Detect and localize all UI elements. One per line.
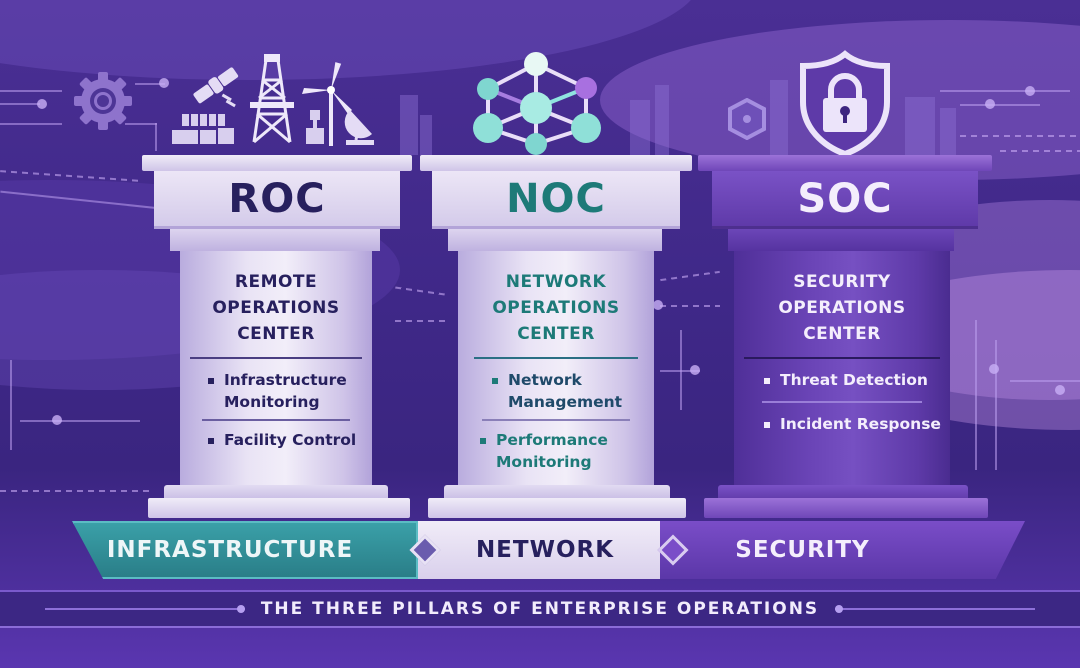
pillar-soc: SOC SECURITY OPERATIONS CENTER Threat De… xyxy=(698,155,998,518)
satellite-icon xyxy=(193,67,239,108)
soc-full-name: SECURITY OPERATIONS CENTER xyxy=(778,272,906,344)
soc-capital: SOC xyxy=(712,171,978,229)
soc-acronym: SOC xyxy=(797,175,893,222)
wind-turbine-icon xyxy=(302,62,352,146)
shield-lock-icon xyxy=(800,50,890,158)
bullet-icon xyxy=(492,378,498,384)
roc-feature-2: Facility Control xyxy=(180,429,372,451)
noc-capital: NOC xyxy=(432,171,680,229)
roc-acronym: ROC xyxy=(228,175,326,222)
roc-shaft: REMOTE OPERATIONS CENTER Infrastructure … xyxy=(180,251,372,485)
bullet-icon xyxy=(208,438,214,444)
bullet-icon xyxy=(208,378,214,384)
hexagon-nut-icon xyxy=(728,98,766,140)
noc-feature-2: Performance Monitoring xyxy=(458,429,654,473)
gear-icon xyxy=(74,72,132,130)
banner-security: SECURITY xyxy=(660,521,1025,579)
bullet-icon xyxy=(764,378,770,384)
network-topology-icon xyxy=(473,52,601,155)
roc-feature-1: Infrastructure Monitoring xyxy=(180,369,372,413)
footer-line-left xyxy=(44,605,245,613)
bullet-icon xyxy=(480,438,486,444)
noc-full-name: NETWORK OPERATIONS CENTER xyxy=(492,272,620,344)
pillar-noc: NOC NETWORK OPERATIONS CENTER Network Ma… xyxy=(418,155,698,518)
footer-title: THE THREE PILLARS OF ENTERPRISE OPERATIO… xyxy=(260,599,820,619)
satellite-dish-icon xyxy=(344,110,374,145)
bullet-icon xyxy=(764,422,770,428)
soc-feature-2: Incident Response xyxy=(734,413,950,435)
banner-infrastructure: INFRASTRUCTURE xyxy=(72,521,418,579)
footer-bar: THE THREE PILLARS OF ENTERPRISE OPERATIO… xyxy=(0,590,1080,628)
noc-acronym: NOC xyxy=(506,175,606,222)
oil-rig-icon xyxy=(250,54,294,144)
soc-shaft: SECURITY OPERATIONS CENTER Threat Detect… xyxy=(734,251,950,485)
noc-feature-1: Network Management xyxy=(458,369,654,413)
roc-full-name: REMOTE OPERATIONS CENTER xyxy=(212,272,340,344)
roc-capital: ROC xyxy=(154,171,400,229)
soc-feature-1: Threat Detection xyxy=(734,369,950,391)
banner-network: NETWORK xyxy=(402,521,678,579)
sensor-icon xyxy=(306,110,324,144)
noc-shaft: NETWORK OPERATIONS CENTER Network Manage… xyxy=(458,251,654,485)
solar-panel-icon xyxy=(172,114,234,144)
footer-line-right xyxy=(835,605,1036,613)
pillar-roc: ROC REMOTE OPERATIONS CENTER Infrastruct… xyxy=(140,155,420,518)
